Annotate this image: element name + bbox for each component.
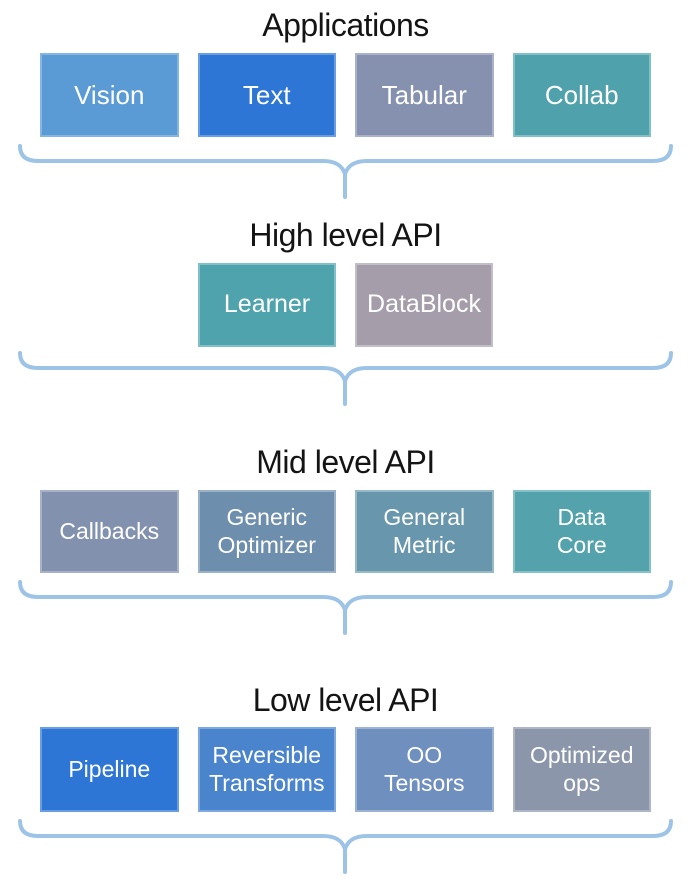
high-level-row: Learner DataBlock (0, 263, 691, 347)
section-title-applications: Applications (262, 7, 429, 43)
section-title-mid-level-api: Mid level API (256, 444, 435, 480)
brace-under-mid-level (18, 580, 673, 635)
low-level-row: Pipeline Reversible Transforms OO Tensor… (40, 727, 651, 812)
applications-row: Vision Text Tabular Collab (40, 53, 651, 137)
box-oo-tensors: OO Tensors (355, 727, 494, 812)
brace-under-low-level (18, 819, 673, 874)
box-vision: Vision (40, 53, 179, 137)
box-generic-optimizer: Generic Optimizer (197, 490, 336, 573)
box-learner: Learner (198, 263, 336, 347)
brace-under-high-level (18, 351, 673, 406)
box-text: Text (197, 53, 336, 137)
box-callbacks: Callbacks (40, 490, 179, 573)
box-optimized-ops: Optimized ops (512, 727, 651, 812)
box-general-metric: General Metric (355, 490, 494, 573)
box-reversible-transforms: Reversible Transforms (197, 727, 336, 812)
box-data-core: Data Core (512, 490, 651, 573)
box-collab: Collab (512, 53, 651, 137)
box-datablock: DataBlock (355, 263, 493, 347)
section-title-low-level-api: Low level API (252, 682, 439, 718)
box-tabular: Tabular (355, 53, 494, 137)
mid-level-row: Callbacks Generic Optimizer General Metr… (40, 490, 651, 573)
brace-under-applications (18, 144, 673, 199)
section-title-high-level-api: High level API (249, 217, 442, 253)
box-pipeline: Pipeline (40, 727, 179, 812)
